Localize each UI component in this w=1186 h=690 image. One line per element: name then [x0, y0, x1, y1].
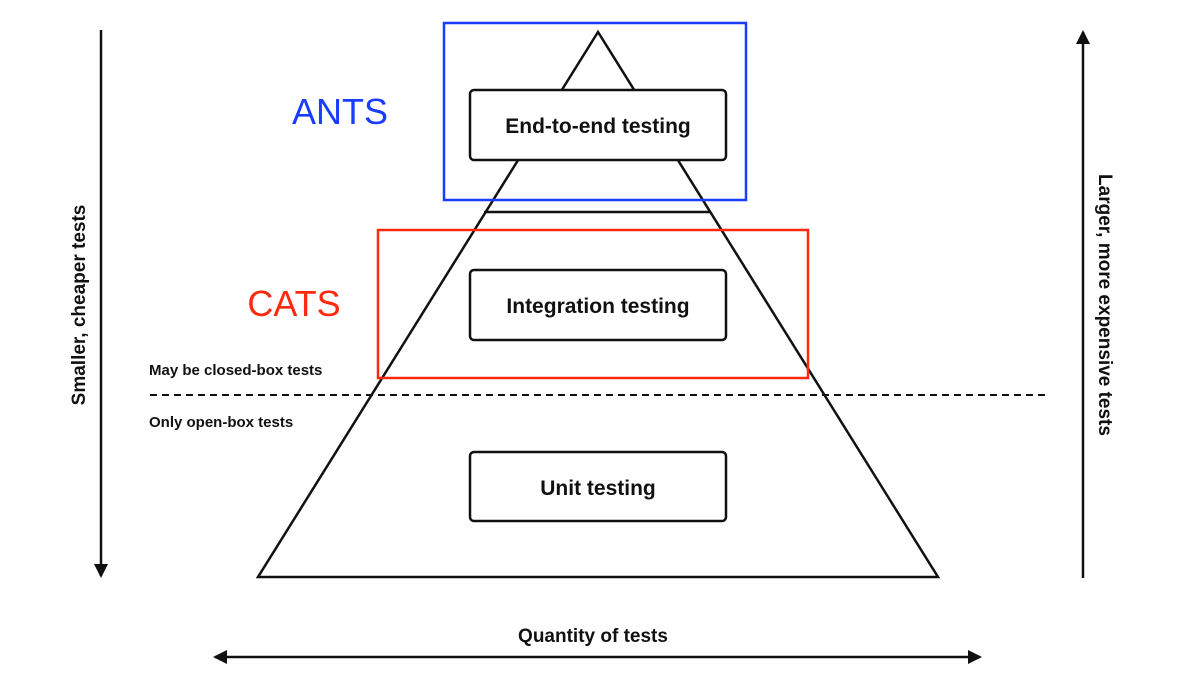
right-axis-label: Larger, more expensive tests — [1094, 174, 1115, 436]
left-axis-label: Smaller, cheaper tests — [69, 205, 90, 406]
e2e-box — [468, 88, 728, 162]
cats-label: CATS — [247, 283, 340, 324]
ants-label: ANTS — [292, 91, 388, 132]
unit-box — [468, 450, 728, 523]
cats-box — [376, 228, 810, 380]
unit-label: Unit testing — [540, 477, 656, 500]
open-box-note: Only open-box tests — [149, 414, 293, 431]
closed-box-note: May be closed-box tests — [149, 362, 322, 379]
bottom-axis-label: Quantity of tests — [518, 626, 668, 647]
integration-label: Integration testing — [506, 295, 689, 318]
pyramid-outline — [255, 29, 941, 579]
ants-box — [442, 21, 748, 202]
e2e-label: End-to-end testing — [505, 115, 690, 138]
integration-box — [468, 268, 728, 342]
